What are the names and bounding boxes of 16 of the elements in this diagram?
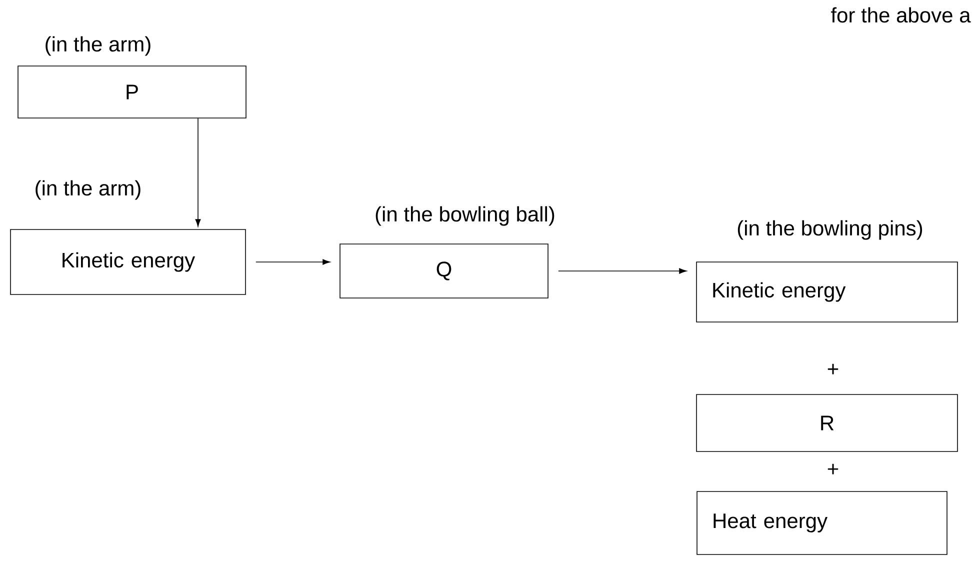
plus-sign: + [828, 464, 838, 474]
plus-sign: + [828, 364, 838, 374]
energy-box: Q [340, 244, 548, 298]
location-label: (in the bowling pins) [738, 220, 922, 240]
location-label: (in the arm) [36, 180, 140, 200]
arrow [256, 259, 330, 265]
energy-box: Heat energy [696, 491, 948, 555]
energy-box: Kinetic energy [696, 262, 958, 322]
location-label: (in the arm) [46, 36, 150, 56]
location-label: (in the bowling ball) [376, 206, 554, 226]
energy-box: Kinetic energy [10, 229, 246, 295]
energy-box: R [696, 394, 958, 452]
arrow [195, 118, 201, 227]
energy-box: P [18, 66, 246, 118]
cut-off-text: for the above a [831, 7, 971, 23]
arrow [558, 268, 687, 274]
